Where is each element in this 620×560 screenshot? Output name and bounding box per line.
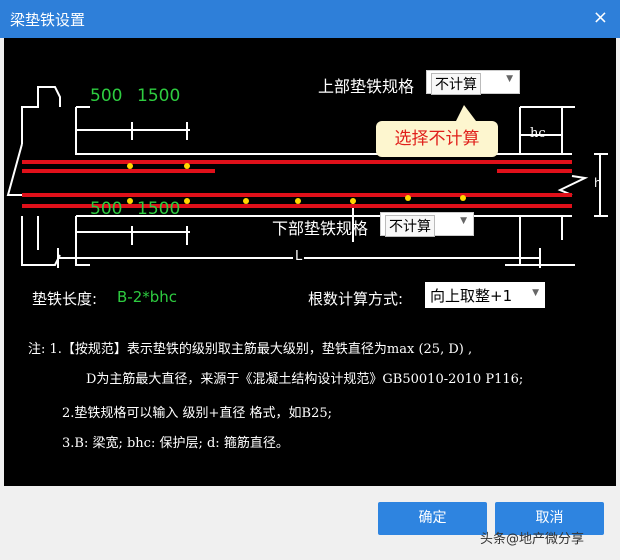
- settings-panel: [4, 38, 616, 486]
- L-label: L: [293, 249, 305, 264]
- spacer-dot: [295, 198, 301, 204]
- spacer-dot: [184, 163, 190, 169]
- dim-bottom: [75, 226, 190, 245]
- length-label: 垫铁长度:: [32, 290, 98, 308]
- ok-button[interactable]: 确定: [378, 502, 487, 535]
- count-method-value: 向上取整+1: [430, 287, 513, 305]
- left-break: [6, 143, 23, 196]
- h-label: h: [594, 176, 602, 190]
- hc-label: hc: [530, 126, 546, 141]
- upper-spacer-label: 上部垫铁规格: [318, 77, 415, 96]
- dim-bottom-1500: 1500: [137, 199, 181, 219]
- watermark: 头条@地产微分享: [480, 532, 585, 547]
- note-line-2: D为主筋最大直径，来源于《混凝土结构设计规范》GB50010-2010 P116…: [86, 372, 524, 387]
- upper-spacer-select[interactable]: 不计算 ▼: [426, 70, 520, 95]
- chevron-down-icon: ▼: [460, 216, 467, 226]
- chevron-down-icon: ▼: [532, 288, 539, 298]
- spacer-dot: [127, 163, 133, 169]
- dim-top-1500: 1500: [137, 86, 181, 106]
- dim-top: [75, 122, 190, 140]
- chevron-down-icon: ▼: [506, 74, 513, 84]
- spacer-dot: [184, 198, 190, 204]
- length-value: B-2*bhc: [117, 288, 178, 306]
- title-bar: 梁垫铁设置 ×: [0, 0, 620, 38]
- tooltip: 选择不计算: [376, 105, 498, 157]
- count-method-select[interactable]: 向上取整+1 ▼: [425, 282, 545, 308]
- dim-h: [594, 153, 608, 217]
- spacer-dot: [127, 198, 133, 204]
- spacer-dot: [405, 195, 411, 201]
- cancel-button[interactable]: 取消: [495, 502, 604, 535]
- beam-diagram: [6, 86, 608, 268]
- note-line-3: 2.垫铁规格可以输入 级别+直径 格式，如B25;: [62, 406, 333, 421]
- spacer-dot: [243, 198, 249, 204]
- lower-spacer-label: 下部垫铁规格: [272, 219, 369, 238]
- window-title: 梁垫铁设置: [10, 11, 86, 29]
- close-icon[interactable]: ×: [592, 7, 608, 28]
- dim-top-500: 500: [90, 86, 123, 106]
- lower-spacer-value: 不计算: [385, 215, 435, 237]
- spacer-dot: [460, 195, 466, 201]
- dim-bottom-500: 500: [90, 199, 123, 219]
- spacer-dot: [350, 198, 356, 204]
- lower-spacer-select[interactable]: 不计算 ▼: [380, 212, 474, 237]
- upper-spacer-value: 不计算: [431, 73, 481, 95]
- note-line-1: 注: 1.【按规范】表示垫铁的级别取主筋最大级别，垫铁直径为max (25, D…: [28, 342, 473, 357]
- note-line-4: 3.B: 梁宽; bhc: 保护层; d: 箍筋直径。: [62, 436, 289, 451]
- right-column: [505, 106, 575, 266]
- count-method-label: 根数计算方式:: [308, 290, 404, 308]
- right-break: [557, 175, 589, 196]
